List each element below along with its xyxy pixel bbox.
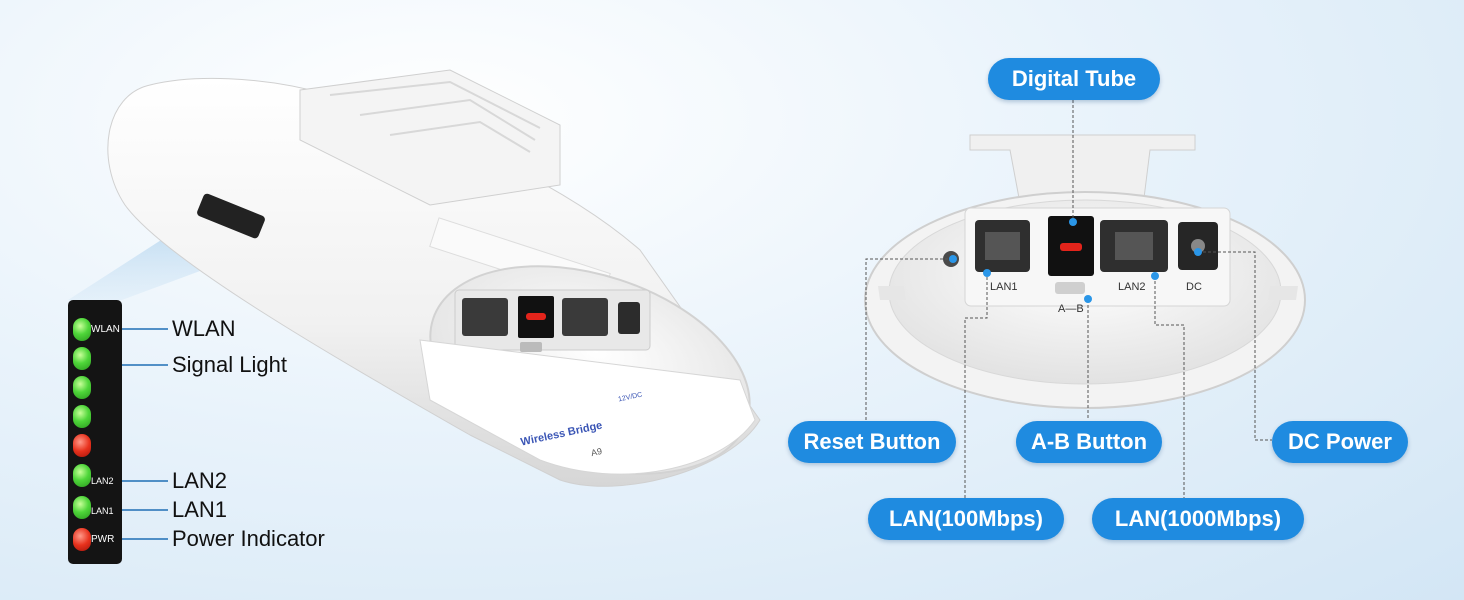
callout-signal-light: Signal Light bbox=[172, 352, 287, 377]
label-ab: A—B bbox=[1058, 303, 1084, 315]
ab-switch bbox=[1055, 282, 1085, 294]
pwr-led-tag: PWR bbox=[91, 534, 115, 545]
wlan-led bbox=[73, 318, 91, 341]
label-lan1: LAN1 bbox=[990, 281, 1018, 293]
lan2-port bbox=[562, 298, 608, 336]
pill-lan-1000: LAN(1000Mbps) bbox=[1092, 498, 1304, 540]
label-lan2: LAN2 bbox=[1118, 281, 1146, 293]
lan1-led bbox=[73, 496, 91, 519]
lan2-led-tag: LAN2 bbox=[91, 476, 114, 486]
lan2-led bbox=[73, 464, 91, 487]
dc-jack bbox=[618, 302, 640, 334]
lan1-port bbox=[462, 298, 508, 336]
pill-dc-power: DC Power bbox=[1272, 421, 1408, 463]
callout-lan1: LAN1 bbox=[172, 497, 228, 522]
callout-wlan: WLAN bbox=[172, 316, 236, 341]
lan1-led-tag: LAN1 bbox=[91, 506, 114, 516]
signal-led-4 bbox=[73, 434, 91, 457]
wlan-led-tag: WLAN bbox=[91, 324, 120, 335]
pill-digital-tube: Digital Tube bbox=[988, 58, 1160, 100]
mounting-bracket bbox=[299, 69, 561, 206]
signal-led-1 bbox=[73, 347, 91, 370]
bridge-rear-view: LAN1 LAN2 DC A—B bbox=[864, 134, 1306, 409]
callout-dots bbox=[949, 218, 1202, 303]
callout-power-indicator: Power Indicator bbox=[172, 526, 325, 551]
led-indicator-panel: WLAN LAN2 LAN1 PWR bbox=[68, 300, 122, 564]
signal-led-2 bbox=[73, 376, 91, 399]
pill-lan-100: LAN(100Mbps) bbox=[868, 498, 1064, 540]
pwr-led bbox=[73, 528, 91, 551]
callout-lan2: LAN2 bbox=[172, 468, 228, 493]
label-dc: DC bbox=[1186, 281, 1202, 293]
bridge-side-view bbox=[68, 69, 761, 487]
led-window bbox=[197, 193, 265, 239]
pill-ab-button: A-B Button bbox=[1016, 421, 1162, 463]
callout-lines bbox=[865, 100, 1272, 498]
signal-led-3 bbox=[73, 405, 91, 428]
pill-reset-button: Reset Button bbox=[788, 421, 956, 463]
